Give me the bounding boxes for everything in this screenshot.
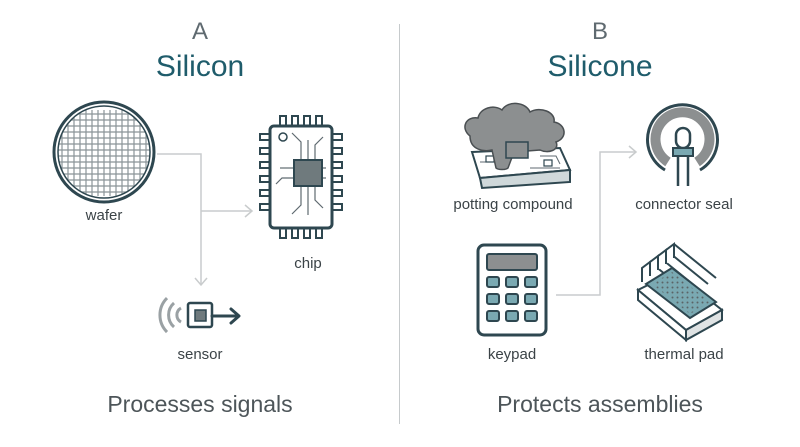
center-divider (399, 24, 400, 424)
sensor-icon (158, 296, 241, 334)
connector-seal-icon (646, 103, 719, 186)
wafer-icon (52, 100, 156, 204)
thermal-pad-icon (636, 242, 724, 343)
wafer-label: wafer (85, 207, 123, 224)
panel-b-letter: B (591, 18, 608, 45)
panel-a-caption: Processes signals (107, 391, 293, 417)
connector-seal-label: connector seal (635, 196, 733, 213)
chip-icon (259, 115, 343, 239)
panel-b-title: Silicone (547, 50, 653, 83)
thermal-pad-label: thermal pad (644, 346, 724, 363)
chip-label: chip (294, 255, 322, 272)
panel-b-connectors (556, 145, 638, 296)
keypad-icon (476, 243, 548, 337)
panel-a-title: Silicon (155, 50, 245, 83)
keypad-label: keypad (487, 346, 537, 363)
sensor-label: sensor (177, 346, 223, 363)
potting-compound-icon (464, 102, 572, 190)
panel-a-connectors (157, 153, 254, 287)
potting-compound-label: potting compound (453, 196, 573, 213)
panel-b-caption: Protects assemblies (497, 391, 703, 417)
panel-a-letter: A (191, 18, 208, 45)
